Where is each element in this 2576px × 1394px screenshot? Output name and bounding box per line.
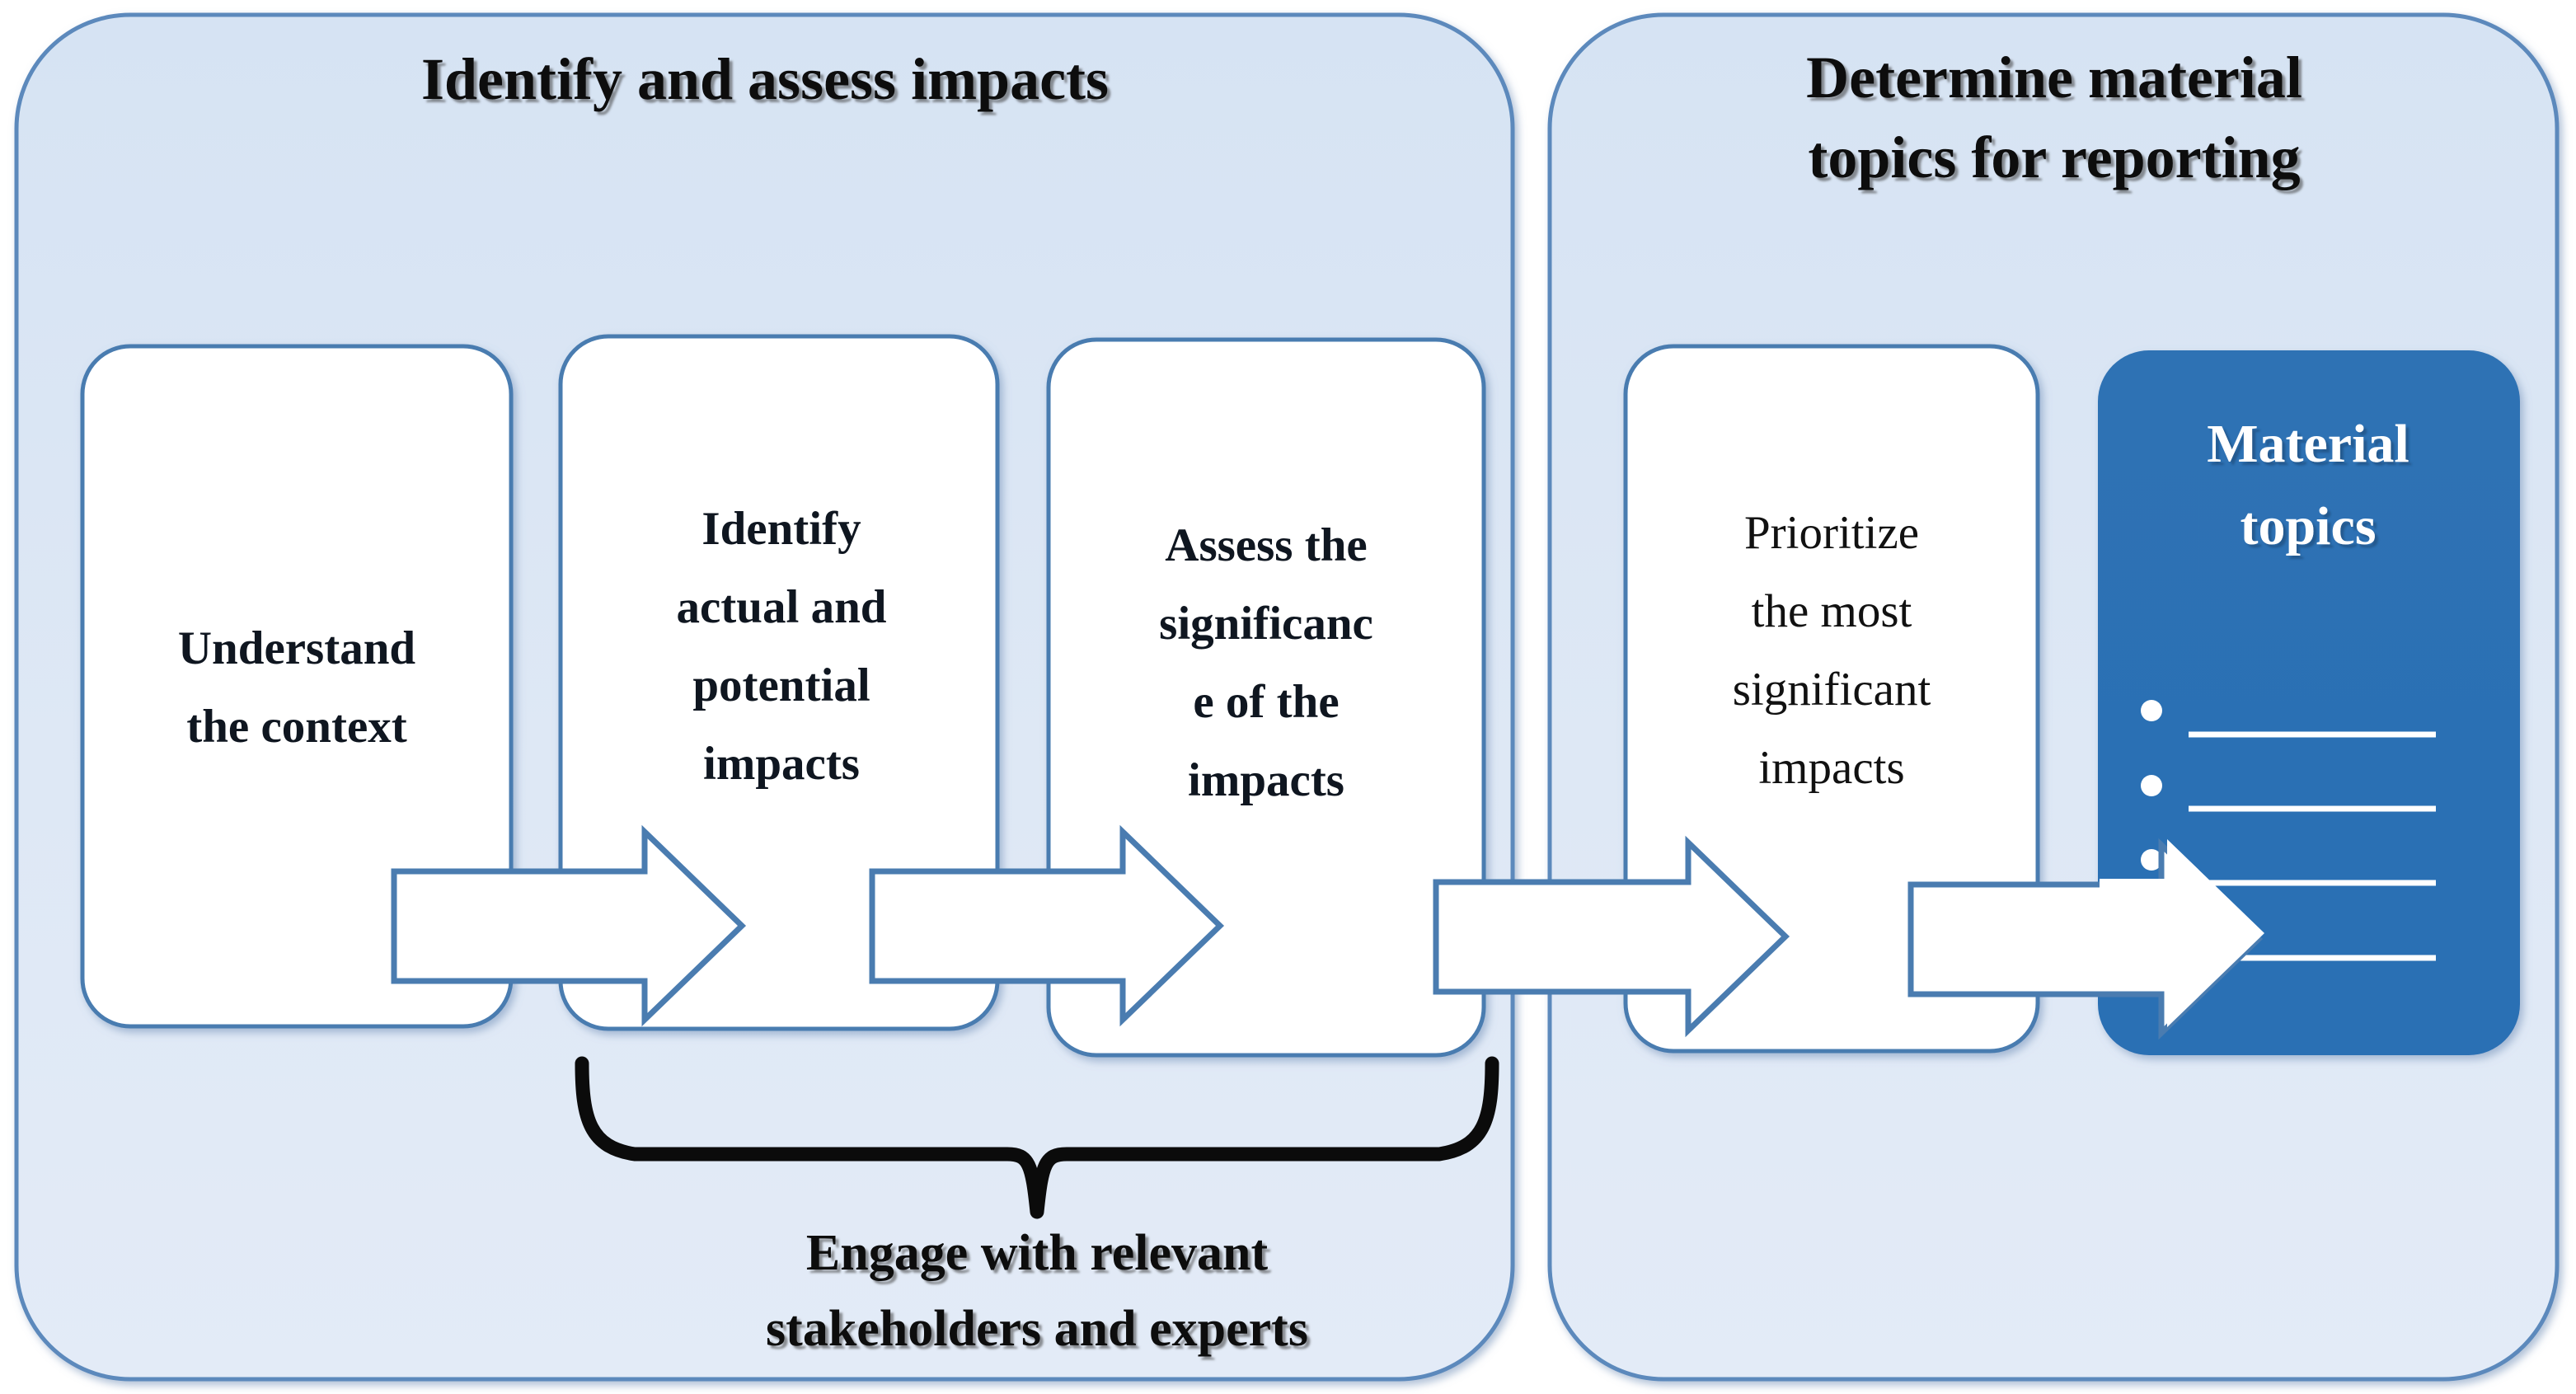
- step-card-prioritize-impacts-line-1: Prioritize: [1744, 507, 1919, 559]
- arrow-3-icon: [1433, 835, 1790, 1038]
- material-topics-bullet-3: [2141, 849, 2162, 871]
- step-card-understand-context-line-2: the context: [186, 701, 407, 753]
- panel-determine-material-title-line-2: topics for reporting: [1808, 124, 2300, 190]
- engage-brace-caption: Engage with relevant stakeholders and ex…: [766, 1225, 1308, 1357]
- arrow-3-shape: [1433, 835, 1790, 1038]
- material-topics-bullet-1: [2141, 700, 2162, 721]
- step-card-identify-impacts-line-1: Identify: [701, 503, 861, 555]
- panel-determine-material-title-line-1: Determine material: [1806, 45, 2302, 110]
- step-card-identify-impacts-line-2: actual and: [677, 581, 887, 633]
- step-card-understand-context[interactable]: Understand the context: [80, 344, 514, 1029]
- step-card-assess-significance-line-4: impacts: [1188, 754, 1344, 806]
- arrow-1-shape: [391, 824, 747, 1027]
- panel-identify-assess-title: Identify and assess impacts: [421, 46, 1109, 112]
- arrow-2-icon: [869, 824, 1225, 1027]
- engage-brace-path: [575, 1056, 1499, 1219]
- arrow-4-icon: [1907, 838, 2264, 1040]
- arrow-1-icon: [391, 824, 747, 1027]
- step-card-assess-significance-line-3: e of the: [1193, 676, 1339, 728]
- engage-brace-caption-line-1: Engage with relevant: [806, 1225, 1269, 1281]
- material-topics-bullet-2: [2141, 775, 2162, 796]
- engage-brace-icon: [575, 1056, 1499, 1219]
- step-card-understand-context-line-1: Understand: [178, 622, 416, 674]
- step-card-assess-significance-line-1: Assess the: [1165, 519, 1367, 571]
- step-card-material-topics-title-line-2: topics: [2241, 496, 2377, 556]
- step-card-prioritize-impacts[interactable]: Prioritize the most significant impacts: [1623, 344, 2040, 1054]
- step-card-prioritize-impacts-background: [1623, 344, 2040, 1054]
- step-card-prioritize-impacts-line-4: impacts: [1758, 742, 1904, 794]
- arrow-4-shape-overlay: [2100, 839, 2264, 1027]
- step-card-identify-impacts-line-4: impacts: [703, 738, 860, 790]
- step-card-material-topics-title-line-1: Material: [2207, 414, 2409, 474]
- step-card-understand-context-background: [80, 344, 514, 1029]
- arrow-2-shape: [869, 824, 1225, 1027]
- step-card-assess-significance-line-2: significanc: [1159, 598, 1373, 650]
- engage-brace-caption-line-2: stakeholders and experts: [766, 1301, 1308, 1357]
- step-card-prioritize-impacts-line-3: significant: [1733, 664, 1931, 716]
- step-card-prioritize-impacts-line-2: the most: [1752, 585, 1912, 637]
- step-card-identify-impacts-line-3: potential: [692, 659, 870, 711]
